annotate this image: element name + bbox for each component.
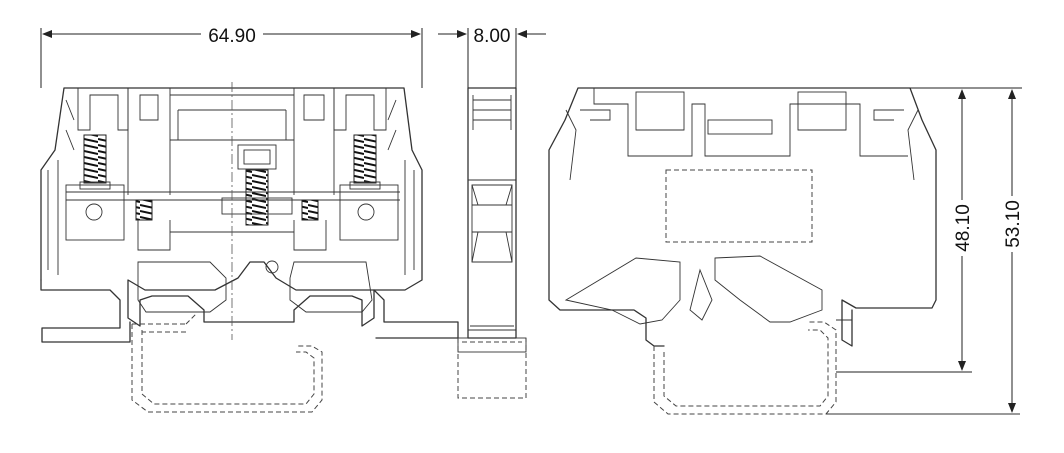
- dimension-width: 64.90: [40, 22, 423, 88]
- front-body-outline: [40, 87, 423, 327]
- width-dimension-label: 64.90: [208, 26, 256, 47]
- front-busbar: [66, 191, 400, 201]
- front-din-rail: [131, 313, 323, 413]
- side-view: [457, 87, 527, 399]
- thickness-dimension-label: 8.00: [474, 26, 511, 47]
- front-right-chamber: [333, 88, 387, 131]
- dimension-thickness: 8.00: [438, 26, 546, 88]
- right-clamp-screw: [353, 134, 377, 184]
- front-right-foot: [373, 289, 459, 339]
- rear-label-window: [665, 169, 813, 243]
- left-clamp-screw: [83, 134, 107, 184]
- dimension-total-height: 53.10: [910, 87, 1024, 413]
- rear-view: [548, 87, 1020, 415]
- side-din-rail: [457, 338, 527, 399]
- dimension-inner-height: 48.10: [836, 87, 974, 373]
- front-left-foot: [40, 279, 131, 343]
- side-body-outline: [467, 87, 517, 339]
- inner-height-dimension-label: 48.10: [953, 204, 974, 252]
- rear-din-rail: [653, 321, 837, 415]
- front-view: [40, 82, 459, 413]
- center-screw: [245, 169, 269, 226]
- front-left-chamber: [77, 88, 129, 131]
- total-height-dimension-label: 53.10: [1003, 200, 1024, 248]
- rear-body-outline: [548, 87, 937, 347]
- rear-top-recesses: [593, 88, 908, 157]
